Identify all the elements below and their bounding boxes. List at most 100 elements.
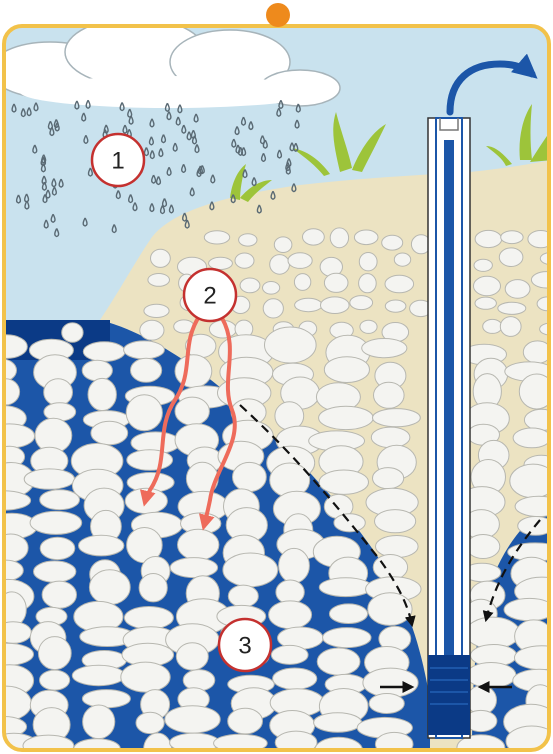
pebble [124, 607, 173, 630]
pebble [498, 302, 526, 314]
pebble [466, 535, 499, 559]
pebble [323, 628, 371, 648]
pebble [324, 273, 348, 292]
pebble [183, 670, 215, 691]
pebble [235, 253, 254, 268]
pebble [124, 341, 165, 359]
pebble [362, 339, 407, 358]
pebble [91, 421, 128, 445]
pebble [126, 395, 162, 431]
pebble [127, 450, 173, 471]
pebble [294, 274, 310, 291]
pebble [144, 304, 169, 317]
pebble [40, 537, 75, 559]
pebble [82, 360, 112, 381]
pebble [40, 670, 70, 690]
pebble [83, 342, 125, 362]
pebble [175, 397, 209, 425]
pebble [89, 570, 130, 605]
pebble [505, 280, 530, 299]
pebble [140, 320, 164, 340]
pebble [385, 300, 406, 312]
pebble [319, 406, 374, 429]
pebble [151, 249, 171, 267]
pebble [394, 253, 410, 266]
pebble [270, 255, 290, 275]
pebble [382, 235, 403, 250]
pebble [204, 231, 229, 244]
pebble [279, 548, 310, 583]
pebble [131, 358, 162, 382]
pebble [474, 276, 501, 295]
pebble [474, 259, 492, 271]
pebble [369, 694, 404, 714]
pebble [83, 705, 115, 739]
pebble [88, 378, 116, 410]
pebble [44, 379, 73, 406]
label-infiltration: 2 [184, 269, 236, 321]
pebble [303, 229, 325, 245]
pebble [42, 581, 76, 608]
pebble [170, 558, 217, 578]
pebble [373, 468, 404, 489]
pebble [223, 553, 278, 587]
pebble [359, 253, 377, 271]
pebble [34, 561, 76, 582]
pebble [330, 228, 348, 248]
pebble [79, 535, 124, 556]
pebble [176, 643, 208, 670]
pebble [314, 713, 362, 732]
label-groundwater-text: 3 [238, 633, 251, 660]
pebble [317, 648, 360, 675]
pebble [175, 355, 212, 388]
pebble [368, 593, 412, 626]
label-precipitation: 1 [92, 134, 144, 186]
pebble [62, 323, 83, 343]
pebble [319, 578, 372, 597]
pebble [499, 248, 523, 267]
pebble [240, 278, 260, 293]
pebble [148, 274, 170, 287]
pebble [319, 470, 368, 494]
pebble [72, 665, 125, 685]
pebble [500, 317, 521, 337]
pebble [504, 598, 553, 620]
pebble [334, 514, 365, 532]
pebble [501, 231, 523, 244]
label-precipitation-text: 1 [111, 148, 124, 175]
pebble [269, 601, 312, 629]
pebble [233, 462, 267, 491]
pebble [375, 510, 416, 533]
pebble [274, 237, 292, 253]
pebble [209, 257, 233, 269]
label-infiltration-text: 2 [203, 283, 216, 310]
pebble [385, 275, 414, 292]
label-groundwater: 3 [219, 619, 271, 671]
pebble [136, 712, 164, 733]
pebble [360, 320, 377, 333]
pebble [263, 282, 280, 295]
pebble [271, 645, 308, 664]
pebble [475, 230, 502, 247]
pebble [475, 297, 496, 309]
pebble [178, 529, 219, 560]
pebble [483, 319, 502, 333]
pebble [228, 585, 258, 607]
pebble [139, 574, 167, 602]
pebble [359, 274, 377, 293]
pebble [374, 382, 405, 408]
pebble [295, 298, 323, 311]
pebble [228, 708, 263, 734]
pebble [371, 427, 410, 448]
pebble [354, 230, 378, 245]
pebble [321, 297, 350, 314]
pebble [165, 706, 220, 733]
pebble [265, 327, 317, 363]
pebble [466, 663, 516, 688]
pebble [24, 469, 74, 489]
pebble [121, 662, 170, 692]
pebble [513, 428, 551, 448]
pebble [376, 536, 419, 558]
pebble [239, 234, 257, 246]
